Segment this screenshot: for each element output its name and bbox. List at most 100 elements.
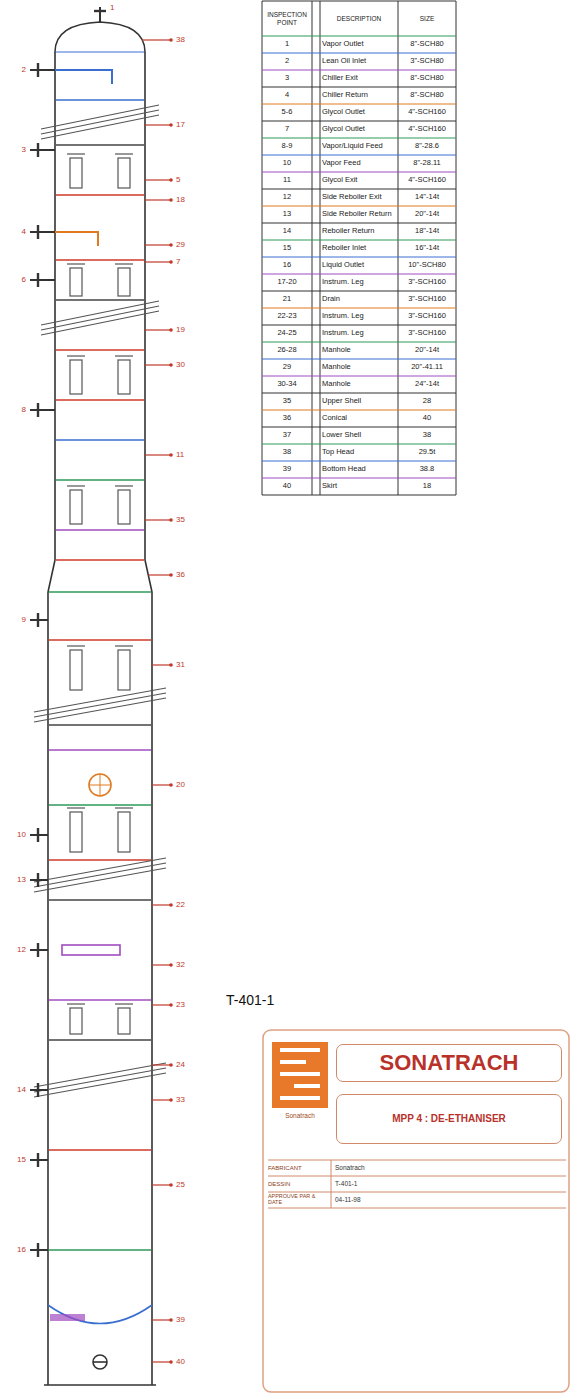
title-text: SONATRACH xyxy=(380,1050,519,1075)
size-cell: 18 xyxy=(400,479,454,494)
table-rule xyxy=(262,257,456,258)
tray xyxy=(56,194,144,196)
size-cell: 8"-28.6 xyxy=(400,139,454,154)
packing-bed xyxy=(41,115,159,139)
callout-number: 39 xyxy=(176,1315,204,1325)
nozzle-flange xyxy=(94,10,106,12)
inspection-point: 29 xyxy=(264,360,310,375)
vortex-breaker xyxy=(50,1314,85,1321)
company-logo xyxy=(272,1042,328,1108)
inspection-point: 1 xyxy=(264,37,310,52)
inspection-point: 21 xyxy=(264,292,310,307)
nozzle-flange xyxy=(37,63,39,77)
leader-dot xyxy=(169,663,173,667)
description-cell: Side Reboiler Exit xyxy=(322,190,396,205)
riser-cap xyxy=(115,1003,133,1004)
riser-cap xyxy=(67,263,85,264)
leader-dot xyxy=(169,1098,173,1102)
packing-bed xyxy=(34,1068,166,1092)
size-cell: 3"-SCH160 xyxy=(400,309,454,324)
size-cell: 4"-SCH160 xyxy=(400,173,454,188)
feed-pipe-section xyxy=(89,774,111,796)
table-rule xyxy=(262,325,456,326)
tray xyxy=(49,1149,151,1151)
leader-line xyxy=(145,364,171,365)
leader-line xyxy=(145,199,171,200)
callout-number: 15 xyxy=(2,1155,26,1165)
table-grid xyxy=(262,1,456,495)
nozzle-flange xyxy=(37,613,39,627)
title-value: Sonatrach xyxy=(335,1160,563,1176)
description-cell: Bottom Head xyxy=(322,462,396,477)
table-rule xyxy=(262,121,456,122)
riser-cap xyxy=(67,1003,85,1004)
size-cell: 40 xyxy=(400,411,454,426)
callout-number: 32 xyxy=(176,960,204,970)
description-cell: Chiller Exit xyxy=(322,71,396,86)
inspection-point: 12 xyxy=(264,190,310,205)
packing-bed xyxy=(41,311,159,335)
title-value: T-401-1 xyxy=(335,1176,563,1192)
title-field: APPROUVE PAR & DATE xyxy=(268,1192,330,1208)
title-row-line xyxy=(268,1192,566,1193)
packing-bed xyxy=(34,698,166,722)
leader-line xyxy=(145,124,171,125)
inspection-point: 16 xyxy=(264,258,310,273)
table-rule xyxy=(262,189,456,190)
callout-number: 18 xyxy=(176,195,204,205)
callout-number: 12 xyxy=(2,945,26,955)
description-cell: Instrum. Leg xyxy=(322,275,396,290)
table-rule xyxy=(262,393,456,394)
distributor xyxy=(62,945,120,955)
leader-dot xyxy=(169,328,173,332)
size-cell: 14"-14t xyxy=(400,190,454,205)
tray xyxy=(49,639,151,641)
tray xyxy=(49,999,151,1001)
inspection-point: 26-28 xyxy=(264,343,310,358)
table-rule xyxy=(262,70,456,71)
title-field: FABRICANT xyxy=(268,1160,330,1176)
riser-cap xyxy=(67,645,85,646)
leader-dot xyxy=(169,783,173,787)
inspection-point: 17-20 xyxy=(264,275,310,290)
nozzles xyxy=(30,7,173,1364)
leader-dot xyxy=(169,573,173,577)
inspection-point: 39 xyxy=(264,462,310,477)
tray xyxy=(49,1039,151,1041)
table-rule xyxy=(262,291,456,292)
leader-line xyxy=(152,964,171,965)
size-cell: 8"-SCH80 xyxy=(400,88,454,103)
description-cell: Reboiler Return xyxy=(322,224,396,239)
packing-bed xyxy=(34,1073,166,1097)
bottom-head xyxy=(48,1305,152,1324)
size-cell: 4"-SCH160 xyxy=(400,122,454,137)
callout-number: 23 xyxy=(176,1000,204,1010)
skirt-opening xyxy=(93,1355,107,1369)
tray xyxy=(49,1249,151,1251)
leader-line xyxy=(145,179,171,180)
inlet-pipe xyxy=(55,232,98,246)
callout-number: 24 xyxy=(176,1060,204,1070)
inspection-point: 36 xyxy=(264,411,310,426)
leader-dot xyxy=(169,963,173,967)
packing-bed xyxy=(34,688,166,712)
leader-dot xyxy=(169,260,173,264)
table-rule xyxy=(262,1,456,2)
nozzle-flange xyxy=(37,225,39,239)
nozzle xyxy=(30,279,55,281)
description-cell: Manhole xyxy=(322,360,396,375)
top-head xyxy=(55,22,145,52)
tray xyxy=(49,749,151,751)
inlet-pipe xyxy=(55,70,112,84)
tray xyxy=(49,591,151,593)
feed-pipe-section xyxy=(89,774,111,796)
callout-number: 33 xyxy=(176,1095,204,1105)
callout-number: 4 xyxy=(2,227,26,237)
table-header: SIZE xyxy=(399,2,455,35)
title-field: DESSIN xyxy=(268,1176,330,1192)
size-cell: 20"-14t xyxy=(400,207,454,222)
leader-line xyxy=(152,904,171,905)
chimney-riser xyxy=(118,490,130,524)
column-shell xyxy=(44,22,156,1385)
nozzle-flange xyxy=(37,1243,39,1257)
